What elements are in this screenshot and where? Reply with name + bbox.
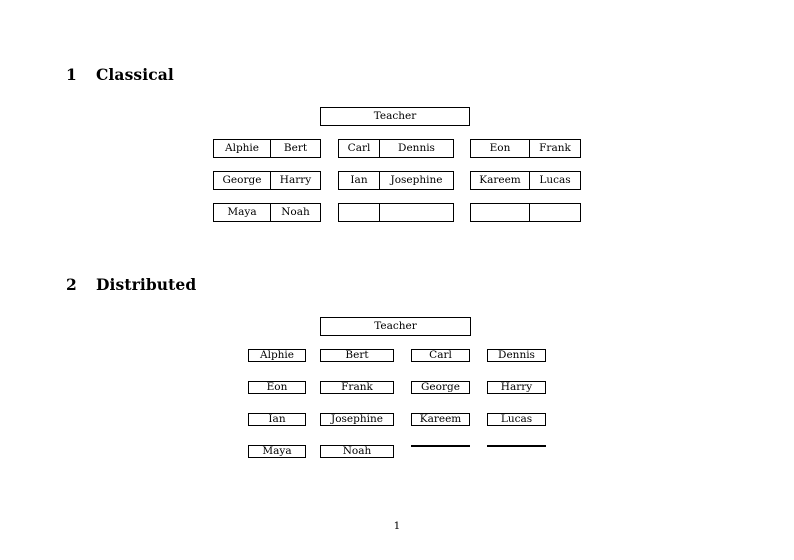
section-heading-classical: 1 Classical [66,65,174,84]
student-cell: George [222,174,262,187]
student-cell: Ian [350,174,368,187]
student-pair-group: Kareem Lucas [470,171,581,190]
student-pair-group: Alphie Bert [213,139,321,158]
section-number: 2 [66,275,77,294]
student-box: Ian [248,413,306,426]
student-box: George [411,381,470,394]
student-box: Harry [487,381,546,394]
student-cell: Noah [270,204,320,221]
page-number: 1 [393,520,401,532]
student-pair-group-empty [338,203,454,222]
student-cell: Alphie [225,142,259,155]
student-box: Bert [320,349,394,362]
student-pair-group: Maya Noah [213,203,321,222]
student-cell: Lucas [529,172,580,189]
student-pair-group: George Harry [213,171,321,190]
student-box: Josephine [320,413,394,426]
student-box: Eon [248,381,306,394]
student-pair-group: Eon Frank [470,139,581,158]
student-box: Noah [320,445,394,458]
student-box-empty [411,445,470,447]
section-heading-distributed: 2 Distributed [66,275,196,294]
student-cell-empty [339,204,379,221]
student-box: Maya [248,445,306,458]
student-box-empty [487,445,546,447]
student-cell: Dennis [379,140,453,157]
student-cell: Bert [270,140,320,157]
section-title: Distributed [96,275,197,294]
student-pair-group: Carl Dennis [338,139,454,158]
teacher-box-classical: Teacher [320,107,470,126]
student-cell: Kareem [479,174,521,187]
student-box: Alphie [248,349,306,362]
student-cell-empty [471,204,529,221]
section-number: 1 [66,65,77,84]
student-cell: Eon [489,142,511,155]
section-title: Classical [96,65,174,84]
student-cell: Carl [347,142,371,155]
student-box: Lucas [487,413,546,426]
student-box: Carl [411,349,470,362]
student-box: Frank [320,381,394,394]
student-pair-group-empty [470,203,581,222]
student-cell-empty [529,204,580,221]
student-box: Dennis [487,349,546,362]
student-cell: Frank [529,140,580,157]
teacher-box-distributed: Teacher [320,317,471,336]
student-cell: Harry [270,172,320,189]
student-box: Kareem [411,413,470,426]
student-cell-empty [379,204,453,221]
student-cell: Maya [227,206,257,219]
student-cell: Josephine [379,172,453,189]
student-pair-group: Ian Josephine [338,171,454,190]
